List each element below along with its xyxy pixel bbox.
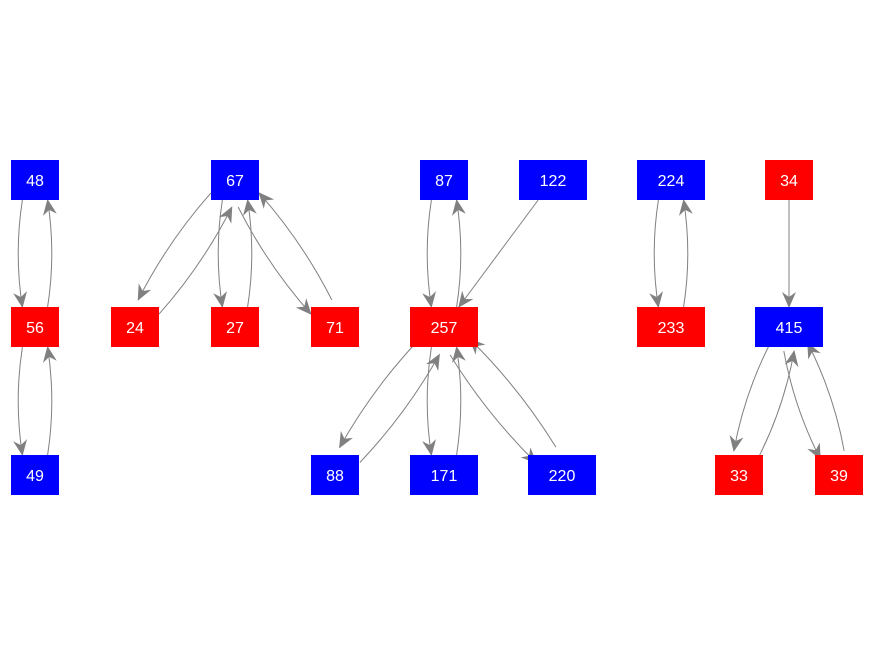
node-box [815, 455, 863, 495]
edge-56-to-48 [43, 199, 57, 308]
edge-220-to-257 [469, 338, 557, 448]
node-27[interactable]: 27 [211, 307, 259, 347]
node-box [11, 307, 59, 347]
edge-257-to-220 [449, 354, 537, 464]
node-label: 56 [26, 320, 44, 337]
node-box [211, 307, 259, 347]
node-box [11, 160, 59, 200]
node-67[interactable]: 67 [211, 160, 259, 200]
node-label: 88 [326, 468, 344, 485]
nodes-layer: 48 56 49 67 24 27 71 87 122 257 88 171 220 224 233 34 41… [11, 160, 863, 495]
edges-layer [13, 192, 845, 464]
edge-67-to-27 [213, 199, 227, 308]
edge-88-to-257 [359, 353, 440, 463]
node-label: 24 [126, 320, 144, 337]
node-34[interactable]: 34 [765, 160, 813, 200]
node-box [111, 307, 159, 347]
edge-71-to-67 [258, 192, 333, 301]
node-box [410, 455, 478, 495]
node-label: 39 [830, 468, 848, 485]
node-88[interactable]: 88 [311, 455, 359, 495]
edge-233-to-224 [679, 199, 693, 308]
edge-49-to-56 [42, 346, 57, 456]
node-label: 220 [549, 468, 576, 485]
edge-415-to-33 [729, 342, 771, 452]
node-87[interactable]: 87 [420, 160, 468, 200]
node-label: 48 [26, 173, 44, 190]
edge-87-to-257 [422, 199, 436, 308]
edge-122-to-257 [458, 199, 539, 308]
node-label: 87 [435, 173, 453, 190]
node-box [311, 307, 359, 347]
node-label: 34 [780, 173, 798, 190]
node-label: 171 [431, 468, 458, 485]
edge-67-to-24 [137, 192, 212, 301]
node-label: 33 [730, 468, 748, 485]
node-label: 257 [431, 320, 458, 337]
node-220[interactable]: 220 [528, 455, 596, 495]
node-415[interactable]: 415 [755, 307, 823, 347]
node-label: 233 [658, 320, 685, 337]
edge-67-to-71 [237, 206, 312, 315]
node-71[interactable]: 71 [311, 307, 359, 347]
node-257[interactable]: 257 [410, 307, 478, 347]
node-224[interactable]: 224 [637, 160, 705, 200]
node-box [11, 455, 59, 495]
node-box [519, 160, 587, 200]
node-label: 122 [540, 173, 567, 190]
node-171[interactable]: 171 [410, 455, 478, 495]
node-24[interactable]: 24 [111, 307, 159, 347]
node-box [755, 307, 823, 347]
node-box [637, 160, 705, 200]
node-56[interactable]: 56 [11, 307, 59, 347]
edge-415-to-39 [783, 350, 821, 460]
node-label: 224 [658, 173, 685, 190]
node-label: 49 [26, 468, 44, 485]
edge-48-to-56 [13, 199, 27, 308]
edge-27-to-67 [243, 199, 257, 308]
edge-171-to-257 [451, 346, 466, 456]
node-label: 27 [226, 320, 244, 337]
edge-56-to-49 [13, 346, 28, 456]
node-33[interactable]: 33 [715, 455, 763, 495]
node-label: 67 [226, 173, 244, 190]
node-122[interactable]: 122 [519, 160, 587, 200]
node-label: 415 [776, 320, 803, 337]
node-box [765, 160, 813, 200]
node-box [637, 307, 705, 347]
edge-257-to-88 [339, 339, 420, 449]
edge-224-to-233 [649, 199, 663, 308]
node-label: 71 [326, 320, 344, 337]
node-box [715, 455, 763, 495]
edge-24-to-67 [158, 206, 233, 315]
node-48[interactable]: 48 [11, 160, 59, 200]
node-39[interactable]: 39 [815, 455, 863, 495]
edge-39-to-415 [807, 342, 845, 452]
node-box [420, 160, 468, 200]
node-box [211, 160, 259, 200]
edge-257-to-171 [422, 346, 437, 456]
edge-33-to-415 [757, 350, 799, 460]
node-box [410, 307, 478, 347]
node-box [311, 455, 359, 495]
node-49[interactable]: 49 [11, 455, 59, 495]
node-box [528, 455, 596, 495]
node-233[interactable]: 233 [637, 307, 705, 347]
edge-257-to-87 [452, 199, 466, 308]
